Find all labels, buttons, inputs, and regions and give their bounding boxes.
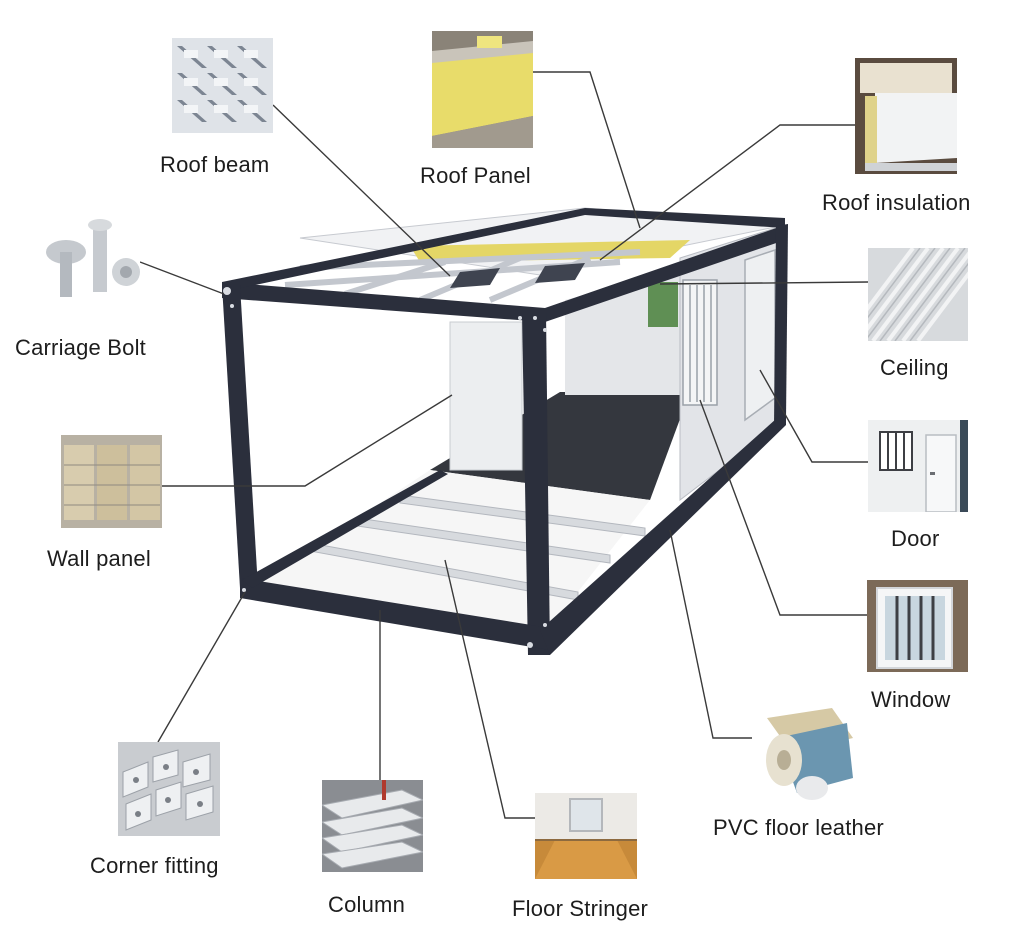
floor-pvc-surface: [430, 392, 690, 500]
pvc-floor-leather-photo: [752, 708, 853, 801]
back-wall-window: [648, 282, 678, 327]
label-floor-stringer: Floor Stringer: [512, 896, 649, 921]
corner-fitting-photo: [118, 742, 220, 836]
label-carriage-bolt: Carriage Bolt: [15, 335, 146, 360]
label-pvc-floor-leather: PVC floor leather: [713, 815, 884, 840]
ceiling-photo: [868, 248, 968, 341]
label-roof-beam: Roof beam: [160, 152, 270, 177]
roof-beam-dark: [450, 263, 585, 288]
label-corner-fitting: Corner fitting: [90, 853, 219, 878]
label-column: Column: [328, 892, 406, 917]
leader-lines: [139, 71, 869, 819]
label-window: Window: [871, 687, 951, 712]
label-wall-panel: Wall panel: [47, 546, 151, 571]
column-photo: [322, 780, 423, 872]
window-photo: [867, 580, 968, 672]
side-window: [682, 279, 718, 406]
frame-bolts: [223, 287, 547, 648]
label-roof-panel: Roof Panel: [420, 163, 531, 188]
wall-panel-inner: [449, 321, 523, 471]
label-door: Door: [891, 526, 940, 551]
label-ceiling: Ceiling: [880, 355, 949, 380]
side-door: [744, 248, 776, 422]
door-photo: [868, 420, 968, 512]
carriage-bolt-photo: [38, 217, 140, 307]
roof-beam-photo: [172, 38, 273, 133]
wall-panel-photo: [61, 435, 162, 528]
floor-stringer-photo: [535, 785, 637, 879]
roof-panel-photo: [432, 31, 533, 148]
roof-insulation-photo: [855, 58, 957, 174]
label-roof-insulation: Roof insulation: [822, 190, 971, 215]
